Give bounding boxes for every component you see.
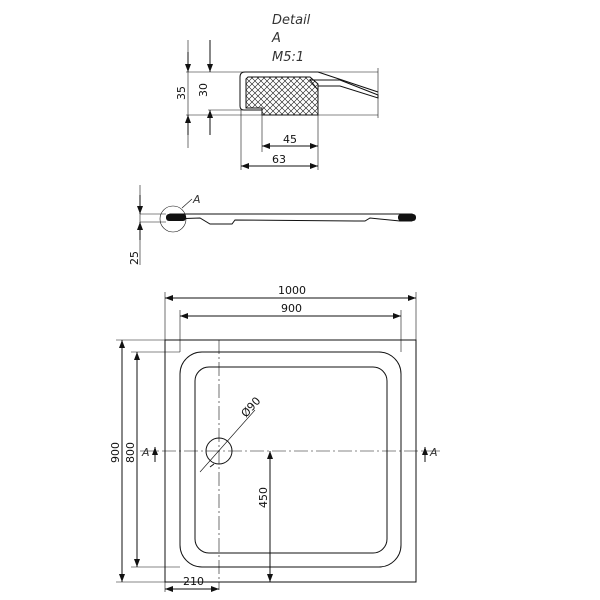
dim-35: 35: [175, 86, 188, 100]
detail-title: Detail: [272, 13, 311, 28]
detail-letter: A: [271, 31, 281, 46]
detail-a: Detail A M5:1 35 30 45 63: [175, 13, 379, 170]
dim-45: 45: [283, 133, 297, 146]
dim-63: 63: [272, 153, 286, 166]
section-view: A 25: [128, 185, 416, 265]
section-marker-left: A: [141, 446, 150, 459]
dim-height-outer: 900: [109, 442, 122, 463]
dim-width-outer: 1000: [278, 284, 306, 297]
dim-drain-offset-x: 210: [183, 575, 204, 588]
plan-view: Ø90 1000 900 900 800 450 210 A A: [109, 284, 440, 592]
tray-rim: [179, 351, 402, 568]
dim-height-inner: 800: [124, 442, 137, 463]
dim-drain-diameter: Ø90: [239, 394, 264, 420]
section-marker-right: A: [429, 446, 438, 459]
tray-outer: [164, 339, 417, 583]
tray-floor: [194, 366, 388, 554]
detail-scale: M5:1: [272, 50, 304, 65]
dim-width-inner: 900: [281, 302, 302, 315]
dim-25: 25: [128, 251, 141, 265]
dim-30: 30: [197, 83, 210, 97]
dim-drain-offset-y: 450: [257, 487, 270, 508]
section-marker: A: [192, 193, 201, 206]
